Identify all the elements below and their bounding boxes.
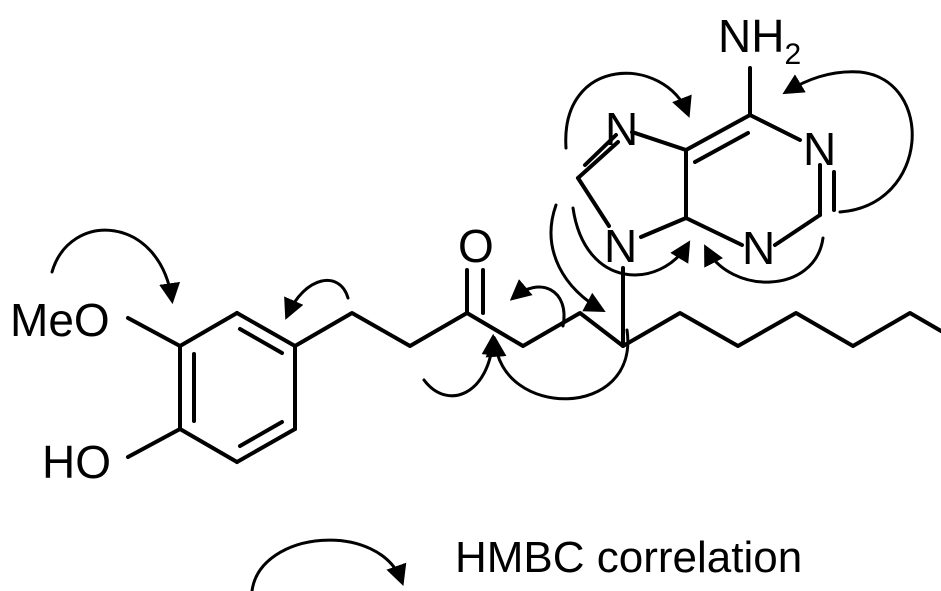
hmbc-arrow-ome-to-c3	[50, 228, 181, 305]
carbonyl-oxygen-label: O	[458, 220, 494, 272]
legend-arrow-icon	[250, 538, 407, 591]
legend-label: HMBC correlation	[455, 533, 802, 582]
n3-label: N	[742, 222, 775, 274]
hmbc-arrow-h2-to-c4	[704, 236, 825, 284]
methoxy-label: MeO	[10, 294, 110, 346]
hmbc-arrow-h8-to-c5	[564, 71, 692, 150]
amino-nh: NH	[718, 10, 784, 62]
amino-subscript: 2	[784, 38, 801, 71]
hmbc-arrow-ch-to-c4	[571, 206, 691, 277]
meo-bond	[126, 316, 182, 348]
n7-label: N	[605, 103, 638, 155]
n9-label: N	[604, 220, 637, 272]
ho-bond	[126, 427, 182, 459]
purine-ring	[576, 66, 836, 247]
hmbc-arrow-h2-to-c6	[782, 70, 914, 214]
hmbc-arrow-h3-to-carbonyl	[509, 279, 566, 328]
side-chain	[293, 266, 941, 348]
hmbc-arrow-h4-to-carbonyl	[485, 328, 630, 401]
hmbc-arrow-h1-to-ring	[284, 279, 350, 320]
n1-label: N	[803, 123, 836, 175]
amino-label: NH2	[718, 10, 801, 71]
benzene-ring	[178, 311, 297, 464]
legend: HMBC correlation	[250, 533, 802, 591]
hmbc-arrow-h2-to-carbonyl	[422, 333, 503, 398]
hmbc-arrow-h8-to-ch	[549, 203, 606, 312]
hydroxy-label: HO	[42, 436, 111, 488]
hmbc-arrows	[50, 70, 914, 401]
